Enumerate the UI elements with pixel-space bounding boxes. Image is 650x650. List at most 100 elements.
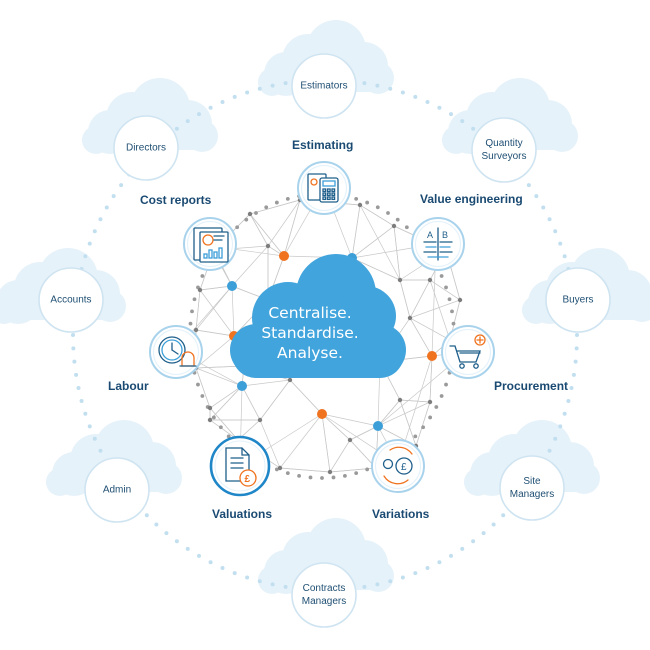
node-orange — [279, 251, 289, 261]
role-circle-directors[interactable] — [113, 115, 179, 181]
node-grey — [397, 277, 403, 283]
module-procurement[interactable] — [441, 325, 495, 379]
inner-ring-dot — [439, 394, 444, 398]
ring-dot — [154, 522, 159, 527]
ring-dot — [72, 359, 77, 364]
ring-dot — [553, 436, 558, 441]
module-valuations[interactable]: £ — [209, 435, 271, 497]
mesh-line — [283, 199, 301, 257]
ring-dot — [283, 81, 288, 86]
inner-ring-dot — [428, 415, 433, 420]
ring-dot — [375, 582, 380, 587]
ring-dot — [413, 571, 418, 576]
role-label-admin[interactable]: Admin — [72, 484, 162, 497]
ring-dot — [71, 346, 76, 351]
ring-dot — [104, 205, 109, 210]
mesh-line — [429, 279, 451, 341]
module-inner-ring — [415, 221, 461, 267]
ring-dot — [92, 436, 97, 441]
mesh-line — [399, 399, 431, 403]
module-variations[interactable]: £ — [371, 439, 425, 493]
ring-dot — [98, 217, 103, 222]
role-circle-admin[interactable] — [84, 457, 150, 523]
ring-dot — [245, 90, 250, 95]
inner-ring-dot — [200, 394, 205, 398]
module-labour[interactable] — [149, 325, 203, 379]
inner-ring-dot — [254, 211, 258, 215]
role-label-directors[interactable]: Directors — [101, 142, 191, 155]
role-label-line: Estimators — [300, 80, 348, 92]
node-orange — [427, 351, 437, 361]
inner-ring-dot — [235, 225, 240, 230]
node-grey — [407, 315, 413, 321]
svg-text:£: £ — [245, 474, 251, 485]
role-label-accounts[interactable]: Accounts — [26, 294, 116, 307]
role-circle-contracts-managers[interactable] — [291, 562, 357, 628]
mesh-line — [429, 279, 461, 301]
ring-dot — [119, 183, 124, 188]
ring-dot — [83, 411, 88, 416]
ring-dot — [526, 183, 531, 188]
pound-document-icon: £ — [225, 447, 257, 487]
ring-dot — [471, 126, 476, 131]
ring-dot — [83, 254, 88, 259]
role-circle-site-managers[interactable] — [499, 455, 565, 521]
ring-dot — [87, 424, 92, 429]
node-blue — [237, 381, 247, 391]
role-circle-estimators[interactable] — [291, 53, 357, 119]
ring-dot — [220, 100, 225, 105]
ring-dot — [562, 254, 567, 259]
module-label-cost-reports[interactable]: Cost reports — [140, 193, 212, 207]
mesh-line — [409, 317, 451, 341]
module-cost-reports[interactable] — [183, 217, 237, 271]
mesh-line — [409, 317, 433, 357]
ring-dot — [164, 531, 169, 536]
svg-text:£: £ — [401, 462, 407, 473]
role-label-line: Directors — [125, 142, 166, 154]
mesh-line — [409, 299, 461, 319]
ring-dot — [144, 513, 149, 518]
inner-ring-dot — [274, 200, 279, 205]
inner-ring-dot — [308, 475, 313, 480]
inner-ring-dot — [444, 382, 448, 387]
ring-dot — [270, 83, 275, 88]
inner-ring-dot — [365, 467, 370, 472]
mesh-line — [199, 285, 233, 291]
role-label-estimators[interactable]: Estimators — [279, 80, 369, 93]
module-label-value-engineering[interactable]: Value engineering — [420, 192, 523, 206]
inner-ring-dot — [365, 200, 370, 205]
module-estimating[interactable] — [297, 161, 351, 215]
ring-dot — [501, 513, 506, 518]
role-circle-quantity-surveyors[interactable] — [471, 117, 537, 183]
module-label-variations[interactable]: Variations — [372, 507, 430, 521]
mesh-line — [267, 199, 301, 247]
module-circle[interactable] — [209, 435, 271, 497]
mesh-line — [241, 379, 291, 387]
inner-ring-dot — [226, 434, 231, 439]
role-label-buyers[interactable]: Buyers — [533, 294, 623, 307]
module-label-estimating[interactable]: Estimating — [292, 138, 354, 152]
node-grey — [207, 405, 213, 411]
inner-ring-dot — [444, 285, 448, 290]
ring-dot — [400, 90, 405, 95]
ring-dot — [74, 372, 79, 377]
module-label-procurement[interactable]: Procurement — [494, 379, 569, 393]
role-circle-accounts[interactable] — [38, 267, 104, 333]
mesh-line — [377, 401, 431, 427]
ring-dot — [547, 217, 552, 222]
mesh-line — [321, 413, 351, 441]
ring-dot — [571, 372, 576, 377]
role-circle-buyers[interactable] — [545, 267, 611, 333]
ring-dot — [562, 411, 567, 416]
module-circle[interactable] — [441, 325, 495, 379]
ring-dot — [257, 579, 262, 584]
mesh-line — [393, 225, 401, 281]
module-label-valuations[interactable]: Valuations — [212, 507, 273, 521]
role-label-line: Managers — [301, 596, 347, 607]
ring-dot — [553, 229, 558, 234]
module-label-labour[interactable]: Labour — [108, 379, 149, 393]
